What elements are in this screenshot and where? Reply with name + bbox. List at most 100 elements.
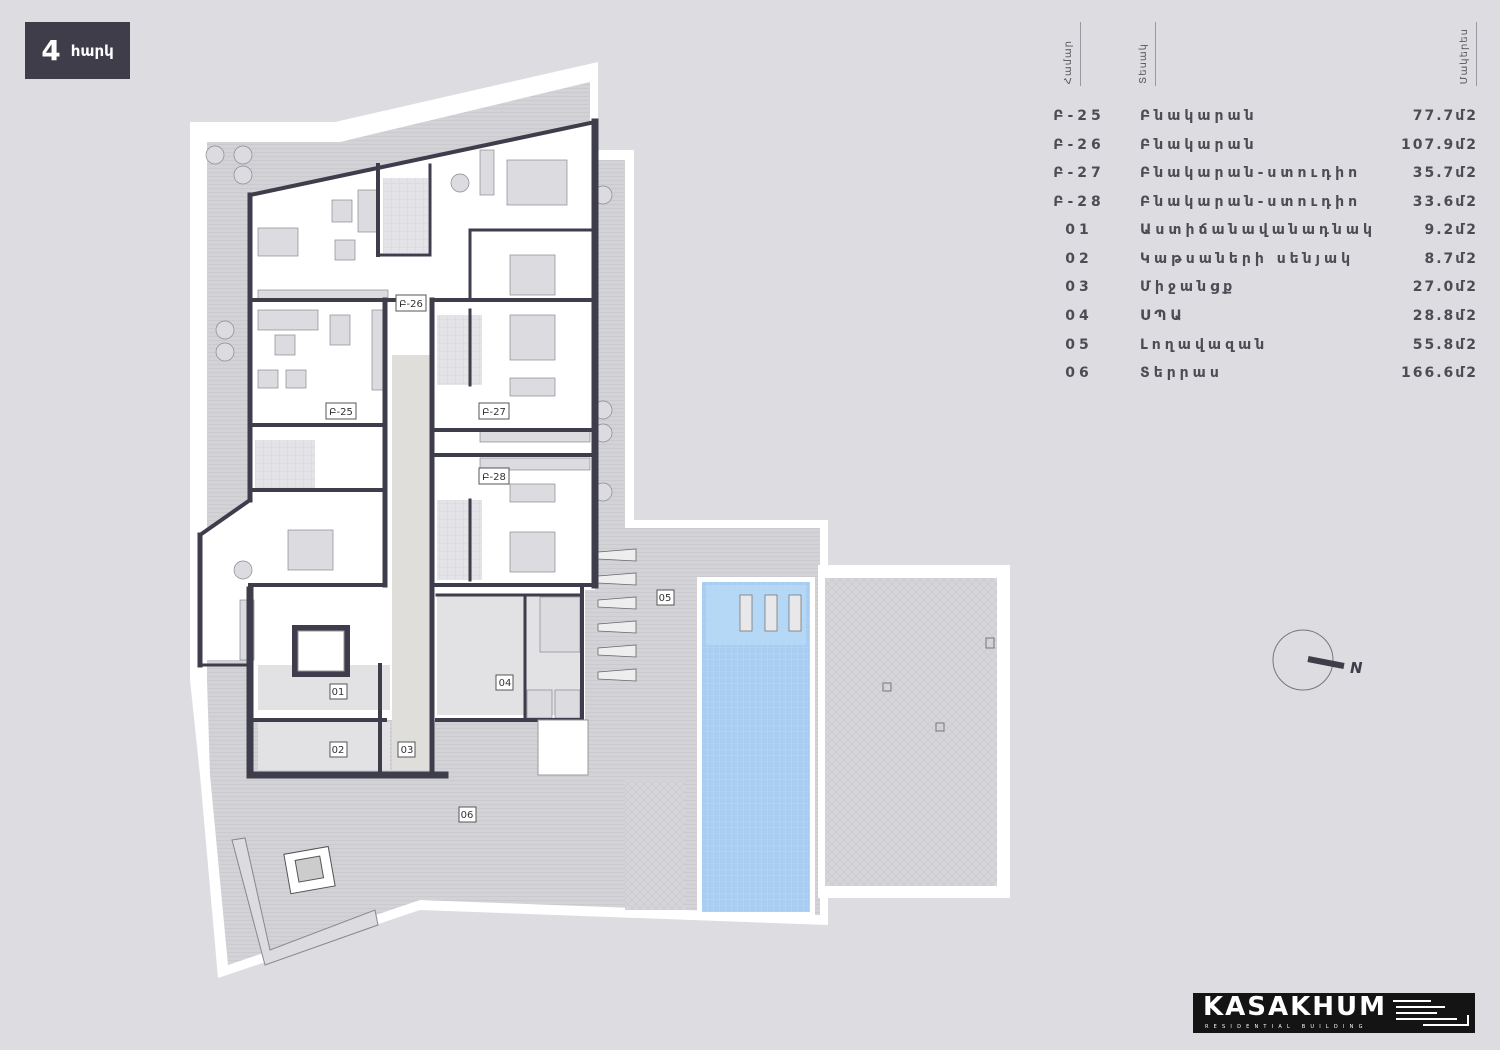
deck-sunbeds [597,548,637,682]
kasakhum-logo: KASAKHUM RESIDENTIAL BUILDING [1193,993,1475,1033]
label-03: 03 [397,741,416,758]
terrace-firepit-inner [294,855,325,883]
legend-row: Բ-27 Բնակարան-ստուդիո 35.7մ2 [1050,164,1478,184]
logo-mark-icon [1393,1000,1469,1026]
bathroom-tiles [383,178,428,253]
sunbed [597,596,637,610]
row-area: 166.6մ2 [1400,365,1478,381]
header-number-label: Համար [1063,39,1074,84]
wall [197,497,253,538]
room-label-04: 04 [499,678,512,689]
row-area: 33.6մ2 [1412,194,1478,210]
row-area: 77.7մ2 [1412,108,1478,124]
label-05: 05 [656,589,675,606]
room-label-01: 01 [332,687,345,698]
header-type-label: Տեսակ [1138,43,1149,84]
label-01: 01 [329,683,348,700]
row-number: 03 [1065,279,1093,295]
room-label-b26: Բ-26 [399,299,423,310]
chair [233,145,253,165]
row-number: 01 [1065,222,1093,238]
legend-header-area: Մակերես [1156,22,1477,86]
bathroom-tiles [437,500,482,580]
terrace-sofa [231,837,379,966]
header-area-label: Մակերես [1459,27,1470,84]
dining-table [257,227,299,257]
label-04: 04 [495,674,514,691]
row-number: 02 [1065,251,1093,267]
row-type: Միջանցք [1140,279,1237,295]
label-b27: Բ-27 [478,402,510,420]
coffee-table [274,334,296,356]
chair [233,165,253,185]
chair [215,320,235,340]
wall [247,119,598,198]
sauna-bench [539,596,581,653]
compass-needle-icon [1307,656,1345,669]
chair [205,145,225,165]
row-type: Բնակարան-ստուդիո [1140,194,1362,210]
room-label-05: 05 [659,593,672,604]
legend-row: 02 Կաթսաների սենյակ 8.7մ2 [1050,250,1478,270]
row-area: 107.9մ2 [1400,137,1478,153]
roof-drain-icon [935,722,945,732]
bed [509,314,556,361]
bathroom-tiles [255,440,315,490]
room-label-b28: Բ-28 [482,472,506,483]
desk [479,149,495,196]
shower [526,689,553,719]
armchair [331,199,353,223]
floor-badge: 4 հարկ [25,22,130,79]
row-type: Բնակարան-ստուդիո [1140,165,1362,181]
roof-drain-icon [882,682,892,692]
row-area: 35.7մ2 [1412,165,1478,181]
legend-header-number: Համար [1050,22,1081,86]
chair [215,342,235,362]
logo-tagline: RESIDENTIAL BUILDING [1205,1024,1368,1030]
terrace-tiles [625,780,685,910]
room-label-b27: Բ-27 [482,407,506,418]
roof-slab-tiles [825,578,997,886]
row-number: 05 [1065,337,1093,353]
sofa [257,309,319,331]
room-label-02: 02 [332,745,345,756]
label-b28: Բ-28 [478,467,510,485]
compass-circle [1272,629,1334,691]
chair [450,173,470,193]
row-type: Բնակարան [1140,137,1258,153]
legend-header-type: Տեսակ [1081,22,1156,86]
row-number: Բ-27 [1053,165,1105,181]
corridor-03 [392,355,430,770]
kitchen-counter [371,309,385,391]
compass-north-label: N [1350,659,1363,677]
row-type: Տերրաս [1140,365,1223,381]
row-type: Բնակարան [1140,108,1258,124]
room-label-b25: Բ-25 [329,407,353,418]
label-06: 06 [458,806,477,823]
row-type: Կաթսաների սենյակ [1140,251,1355,267]
dining-table [509,377,556,397]
roof-vent-icon [985,637,995,649]
stairs-down [537,719,589,776]
bed [509,531,556,573]
row-number: 06 [1065,365,1093,381]
row-area: 28.8մ2 [1412,308,1478,324]
bed [506,159,568,206]
pool-loungers [739,594,802,632]
row-number: Բ-26 [1053,137,1105,153]
sunbed [597,620,637,634]
row-number: Բ-28 [1053,194,1105,210]
label-02: 02 [329,741,348,758]
boiler-room-02 [258,722,390,770]
room-labels: Բ-26 Բ-25 Բ-27 Բ-28 01 02 03 04 05 06 [325,294,675,823]
sunbed [597,644,637,658]
row-area: 8.7մ2 [1424,251,1478,267]
bathroom-tiles [437,315,482,385]
row-type: Լողավազան [1140,337,1269,353]
chair [233,560,253,580]
